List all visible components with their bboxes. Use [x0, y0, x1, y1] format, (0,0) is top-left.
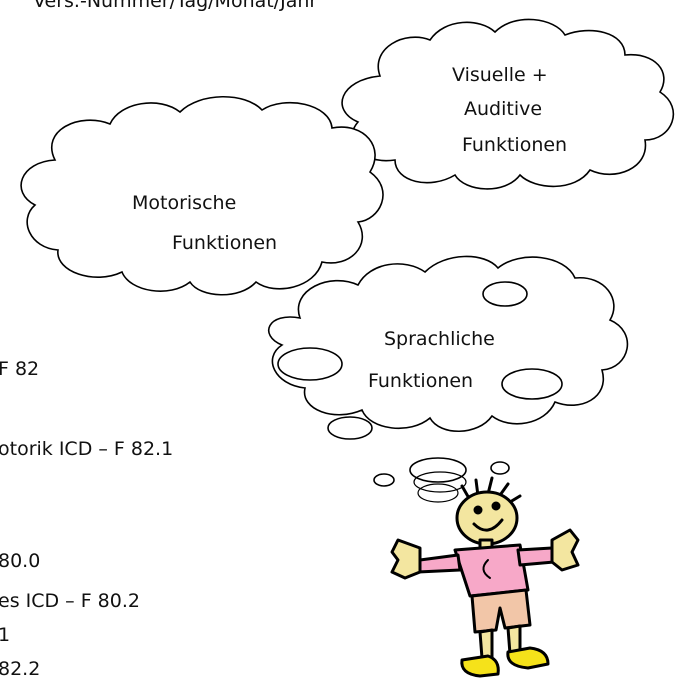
thought-trail-bubble-1: [409, 457, 467, 483]
left-list-item-3: 80.0: [0, 550, 41, 572]
left-list-item-2: otorik ICD – F 82.1: [0, 438, 174, 460]
cloud-motor-label-1: Motorische: [132, 192, 237, 214]
header-text: Vers.-Nummer/Tag/Monat/Jahr: [33, 0, 318, 12]
speech-bubble-bottom: [327, 416, 373, 440]
left-list-item-1: F 82: [0, 358, 40, 380]
cloud-visual-label-2: Auditive: [464, 98, 543, 120]
thought-cloud-motor: [20, 95, 384, 296]
left-list-item-4: es ICD – F 80.2: [0, 590, 140, 612]
cloud-motor-label-2: Funktionen: [172, 232, 278, 254]
cloud-visual-label-1: Visuelle +: [452, 64, 548, 86]
thought-trail-bubble-5: [490, 461, 510, 475]
cloud-speech-label-2: Funktionen: [368, 370, 474, 392]
cloud-speech-label-1: Sprachliche: [384, 328, 495, 350]
thought-trail-bubble-3: [417, 483, 459, 503]
cartoon-kid-illustration: [390, 476, 580, 678]
speech-bubble-left: [277, 347, 343, 381]
thought-trail-bubble-4: [373, 473, 395, 487]
speech-bubble-right: [501, 368, 563, 400]
thought-cloud-visual: [341, 18, 675, 190]
cloud-visual-label-3: Funktionen: [462, 134, 568, 156]
thought-trail-bubble-2: [413, 471, 467, 493]
left-list-item-6: 82.2: [0, 658, 41, 680]
speech-bubble-small-top: [482, 281, 528, 307]
left-list-item-5: 1: [0, 624, 11, 646]
